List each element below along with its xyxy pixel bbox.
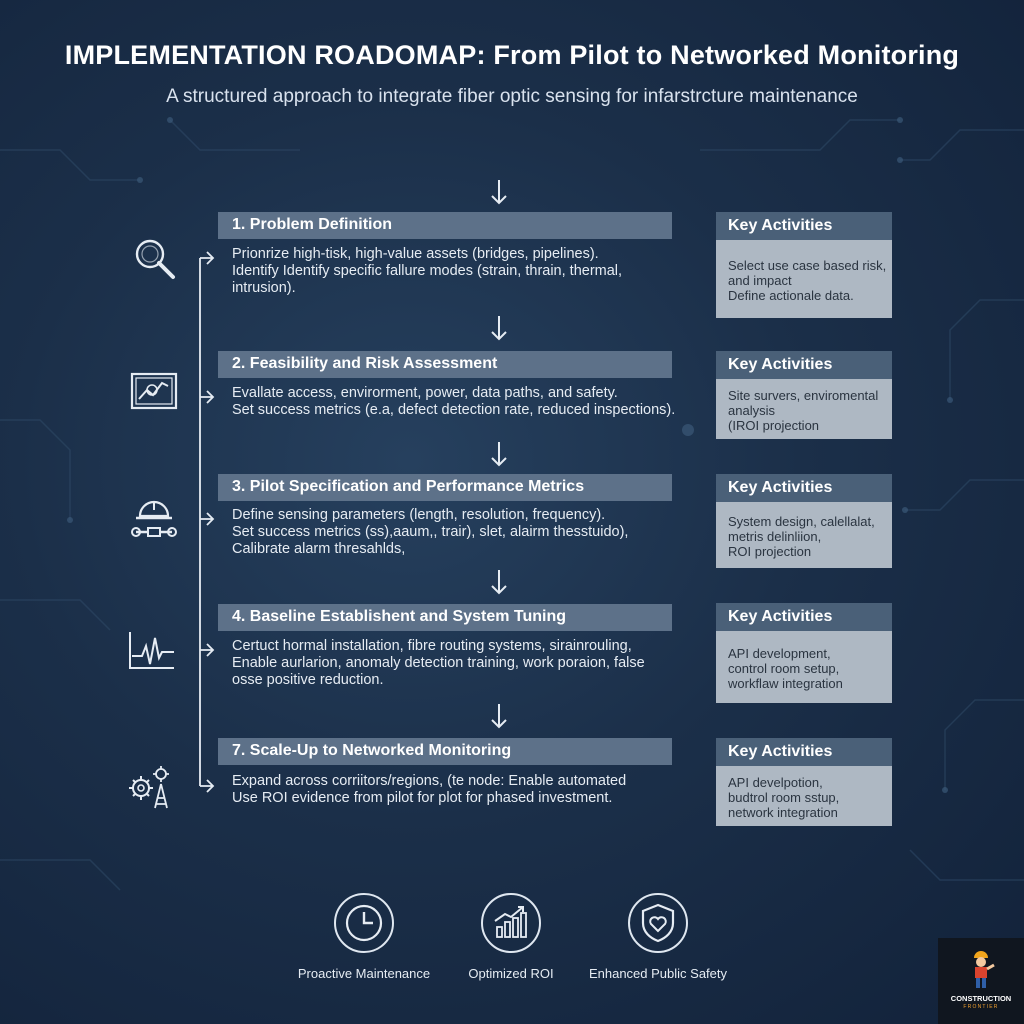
- step-4-header: 4. Baseline Establishent and System Tuni…: [218, 604, 672, 631]
- step-4-key-activities: Key Activities API development, control …: [716, 603, 892, 703]
- key-activity: analysis: [728, 403, 775, 418]
- arrow-down-icon: [491, 704, 507, 729]
- step-line: osse positive reduction.: [232, 672, 384, 688]
- key-activity: Site survers, enviromental: [728, 388, 879, 403]
- step-line: Evallate access, envirorment, power, dat…: [232, 385, 618, 401]
- arrow-down-icon: [491, 180, 507, 205]
- key-activity: ROI projection: [728, 544, 812, 559]
- key-activities-body: API develpotion, budtrol room sstup, net…: [716, 766, 892, 826]
- step-line: Set success metrics (ss),aaum,, trair), …: [232, 524, 629, 540]
- key-activity: System design, calellalat,: [728, 514, 875, 529]
- step-4-description: Certuct hormal installation, fibre routi…: [232, 638, 677, 689]
- page-subtitle: A structured approach to integrate fiber…: [166, 86, 858, 107]
- key-activity: API development,: [728, 646, 831, 661]
- key-activity: Define actionale data.: [728, 288, 854, 303]
- key-activities-body: Select use case based risk, and impact D…: [716, 240, 892, 318]
- step-line: Identify Identify specific fallure modes…: [232, 263, 623, 279]
- key-activities-header: Key Activities: [716, 351, 892, 379]
- key-activities-header: Key Activities: [716, 474, 892, 502]
- key-activity: workflaw integration: [728, 676, 843, 691]
- key-activity: control room setup,: [728, 661, 840, 676]
- arrow-down-icon: [491, 316, 507, 341]
- page-title: IMPLEMENTATION ROADOMAP: From Pilot to N…: [64, 40, 960, 70]
- logo-name: CONSTRUCTION: [950, 994, 1012, 1003]
- key-activity: metris delinliion,: [728, 529, 822, 544]
- step-line: Calibrate alarm thresahlds,: [232, 541, 406, 557]
- step-line: Certuct hormal installation, fibre routi…: [232, 638, 632, 654]
- benefit-label: Enhanced Public Safety: [588, 966, 728, 981]
- step-3-key-activities: Key Activities System design, calellalat…: [716, 474, 892, 568]
- key-activity: budtrol room sstup,: [728, 790, 840, 805]
- arrow-down-icon: [491, 442, 507, 467]
- worker-mascot-icon: [974, 951, 995, 988]
- arrow-down-icon: [491, 570, 507, 595]
- step-3-header: 3. Pilot Specification and Performance M…: [218, 474, 672, 501]
- hardhat-wrench-icon: [131, 500, 177, 537]
- benefit-label: Optimized ROI: [468, 966, 554, 981]
- step-line: intrusion).: [232, 280, 296, 296]
- step-7-description: Expand across corriitors/regions, (te no…: [232, 773, 677, 807]
- step-7-header: 7. Scale-Up to Networked Monitoring: [218, 738, 672, 765]
- step-line: Set success metrics (e.a, defect detecti…: [232, 402, 676, 418]
- bar-chart-icon: [481, 893, 541, 953]
- shield-heart-icon: [628, 893, 688, 953]
- key-activities-header: Key Activities: [716, 738, 892, 766]
- monitor-chart-icon: [130, 372, 178, 410]
- gears-tower-icon: [129, 766, 169, 809]
- key-activity: and impact: [728, 273, 792, 288]
- brand-logo: CONSTRUCTION FRONTIER: [938, 938, 1024, 1024]
- key-activity: (IROI projection: [728, 418, 820, 433]
- step-3-description: Define sensing parameters (length, resol…: [232, 507, 677, 558]
- key-activity: API develpotion,: [728, 775, 823, 790]
- step-line: Define sensing parameters (length, resol…: [232, 507, 606, 523]
- key-activities-body: System design, calellalat, metris delinl…: [716, 502, 892, 568]
- step-1-header: 1. Problem Definition: [218, 212, 672, 239]
- waveform-icon: [129, 632, 174, 669]
- key-activity: network integration: [728, 805, 838, 820]
- key-activities-body: Site survers, enviromental analysis (IRO…: [716, 379, 892, 439]
- key-activity: Select use case based risk,: [728, 258, 887, 273]
- step-1-key-activities: Key Activities Select use case based ris…: [716, 212, 892, 318]
- step-line: Prionrize high-tisk, high-value assets (…: [232, 246, 599, 262]
- step-line: Enable aurlarion, anomaly detection trai…: [232, 655, 645, 671]
- key-activities-header: Key Activities: [716, 603, 892, 631]
- logo-tagline: FRONTIER: [963, 1004, 999, 1010]
- step-7-key-activities: Key Activities API develpotion, budtrol …: [716, 738, 892, 826]
- step-1-description: Prionrize high-tisk, high-value assets (…: [232, 246, 677, 297]
- key-activities-header: Key Activities: [716, 212, 892, 240]
- benefit-label: Proactive Maintenance: [297, 966, 431, 981]
- magnifier-icon: [135, 239, 175, 279]
- key-activities-body: API development, control room setup, wor…: [716, 631, 892, 703]
- step-2-key-activities: Key Activities Site survers, enviromenta…: [716, 351, 892, 439]
- step-2-header: 2. Feasibility and Risk Assessment: [218, 351, 672, 378]
- clock-icon: [334, 893, 394, 953]
- step-line: Use ROI evidence from pilot for plot for…: [232, 790, 613, 806]
- step-line: Expand across corriitors/regions, (te no…: [232, 773, 627, 789]
- step-2-description: Evallate access, envirorment, power, dat…: [232, 385, 677, 419]
